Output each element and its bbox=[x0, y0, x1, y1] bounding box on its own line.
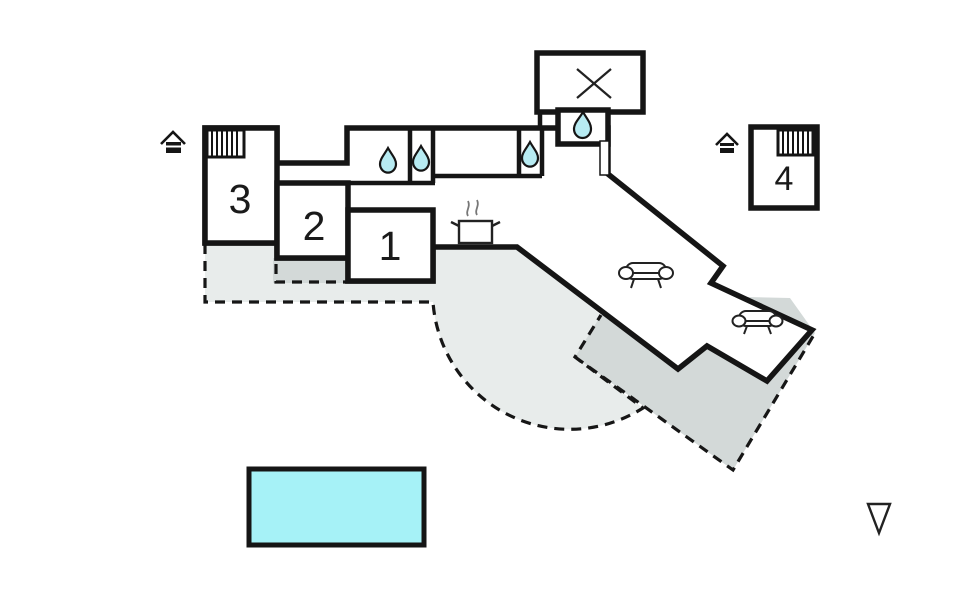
room-labels: 3 2 1 4 bbox=[229, 160, 794, 269]
swimming-pool bbox=[246, 466, 427, 548]
bedroom-1-room bbox=[345, 207, 436, 284]
sofa-icon bbox=[618, 262, 674, 289]
entrance-icon bbox=[715, 132, 739, 153]
water-drops bbox=[378, 109, 593, 174]
bedroom-3-label: 3 bbox=[229, 176, 252, 222]
stairs-hatch bbox=[205, 128, 246, 159]
sofa-icon bbox=[731, 310, 784, 335]
water-drop-icon bbox=[572, 109, 593, 140]
north-arrow-icon bbox=[866, 502, 892, 537]
annex-building bbox=[748, 124, 820, 211]
bedroom-1-label: 1 bbox=[379, 223, 402, 269]
bedroom-2-label: 2 bbox=[303, 203, 326, 249]
main-building bbox=[202, 50, 817, 385]
door-leaf bbox=[599, 140, 610, 176]
entrance-icon bbox=[160, 130, 186, 153]
water-drop-icon bbox=[520, 139, 540, 168]
terrace-patch-dashed-outline bbox=[274, 264, 346, 284]
terrace-light bbox=[205, 243, 643, 430]
x-marker-icon bbox=[576, 68, 612, 99]
bedroom-2-room bbox=[274, 180, 351, 261]
water-drop-icon bbox=[411, 143, 431, 172]
terrace-dashed-outline bbox=[203, 244, 646, 431]
water-drop-icon bbox=[378, 145, 398, 174]
cooking-pot-icon bbox=[450, 199, 501, 245]
stairs-hatch bbox=[776, 128, 815, 157]
terrace-dark-patch bbox=[273, 258, 345, 283]
terrace-dark-dashed-outline bbox=[574, 332, 817, 473]
annex-room-4-label: 4 bbox=[775, 160, 794, 198]
x-room bbox=[534, 50, 646, 115]
